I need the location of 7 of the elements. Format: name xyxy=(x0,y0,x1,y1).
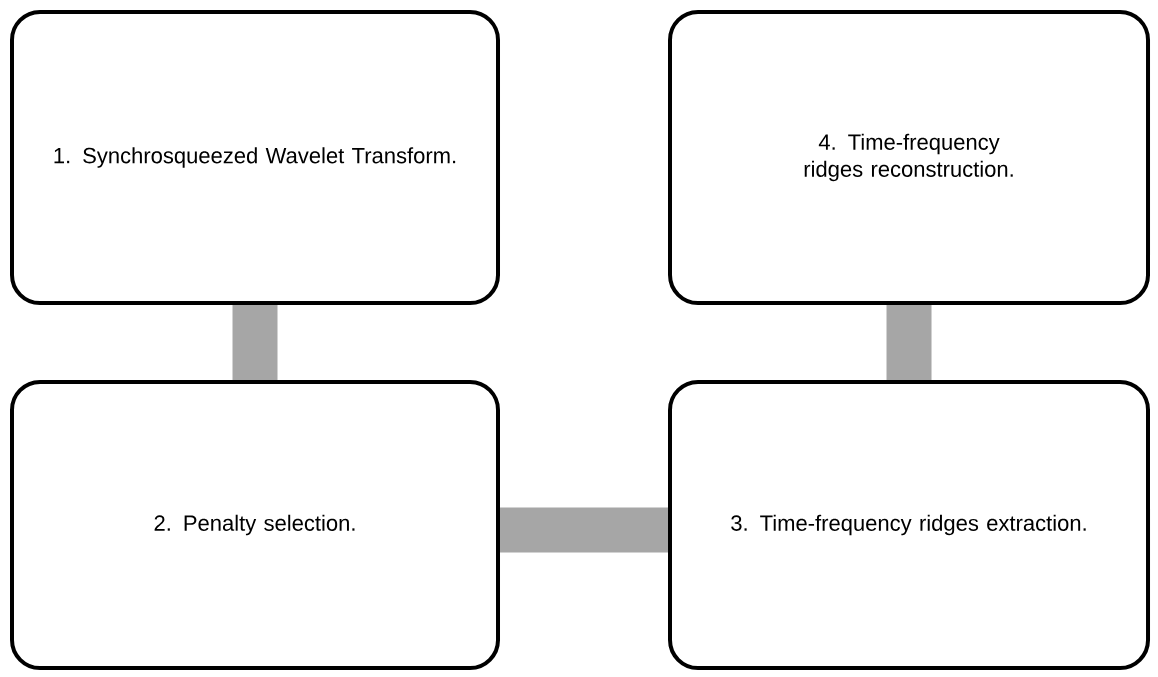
process-box: 2. Penalty selection. xyxy=(10,380,500,670)
connector-bar xyxy=(886,305,932,380)
process-box: 1. Synchrosqueezed Wavelet Transform. xyxy=(10,10,500,305)
process-box: 4. Time-frequency ridges reconstruction. xyxy=(668,10,1150,305)
connector-bar xyxy=(232,305,278,380)
process-box: 3. Time-frequency ridges extraction. xyxy=(668,380,1150,670)
connector-bar xyxy=(500,507,668,553)
